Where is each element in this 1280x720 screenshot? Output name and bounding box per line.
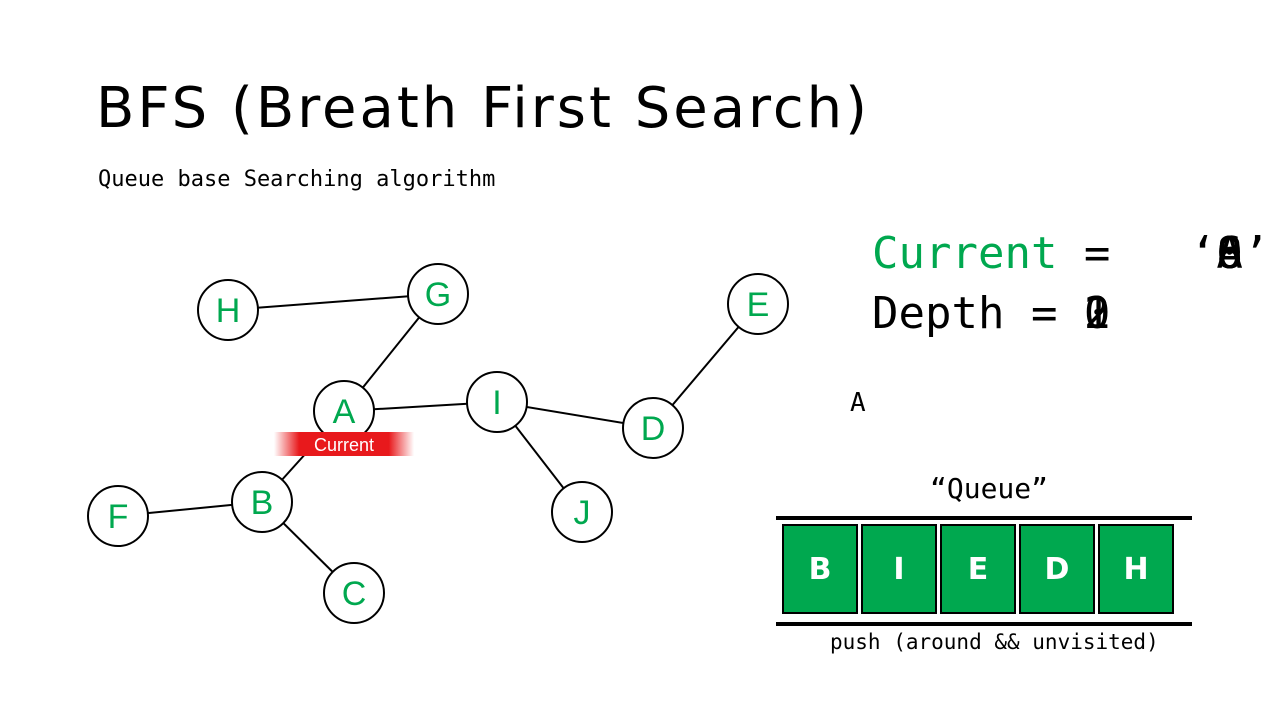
queue-rule-bottom [776,622,1192,626]
queue-rule-top [776,516,1192,520]
graph-node-circle [622,397,684,459]
queue: B I E D H [782,524,1174,614]
current-overlay-3: 8 [1216,228,1243,279]
queue-cell: E [940,524,1016,614]
graph-node-circle [727,273,789,335]
current-value: A [1216,228,1243,279]
graph-node-circle [87,485,149,547]
graph-node-label: B [251,484,274,522]
queue-caption: push (around && unvisited) [830,630,1159,654]
close-quote: ’ [1242,228,1270,279]
queue-label: “Queue” [930,472,1049,505]
graph-node-circle [231,471,293,533]
queue-cell: H [1098,524,1174,614]
graph-edge-h-g [227,293,439,311]
slide-subtitle: Queue base Searching algorithm [98,167,496,192]
graph-node-label: F [108,498,129,536]
graph-node-circle [466,371,528,433]
slide-title: BFS (Breath First Search) [96,76,870,141]
graph-node-label: A [333,393,356,431]
graph-node-circle [197,279,259,341]
queue-cell: B [782,524,858,614]
graph-node-label: D [641,410,666,448]
current-overlay-2: 6 [1216,228,1243,279]
depth-overlay-2: 2 [1083,288,1111,339]
graph-node-b: B [231,471,293,533]
current-node-tag [274,432,414,456]
depth-label: Depth = [872,288,1084,339]
graph-node-label: E [747,286,770,324]
graph-node-i: I [466,371,528,433]
open-quote: ‘ [1189,228,1217,279]
graph-node-a: A [313,380,375,442]
graph-node-circle [323,562,385,624]
graph-node-c: C [323,562,385,624]
queue-cell: I [861,524,937,614]
graph-node-label: H [216,292,241,330]
depth-value: 0 [1083,288,1111,339]
graph-node-f: F [87,485,149,547]
graph-node-d: D [622,397,684,459]
visited-log: A [850,388,866,418]
graph-node-e: E [727,273,789,335]
depth-overlay-1: 1 [1083,288,1111,339]
graph-node-g: G [407,263,469,325]
current-equals: = [1057,228,1137,279]
queue-cell: D [1019,524,1095,614]
graph-node-circle [407,263,469,325]
graph-node-circle [551,481,613,543]
graph-node-label: J [574,494,591,532]
graph-node-label: I [492,384,501,422]
current-node-tag-label: Current [314,435,374,455]
graph-node-h: H [197,279,259,341]
graph-node-label: G [425,276,451,314]
graph-node-label: C [342,575,367,613]
current-overlay-1: 0 [1216,228,1243,279]
graph-node-j: J [551,481,613,543]
current-label: Current [872,228,1058,279]
